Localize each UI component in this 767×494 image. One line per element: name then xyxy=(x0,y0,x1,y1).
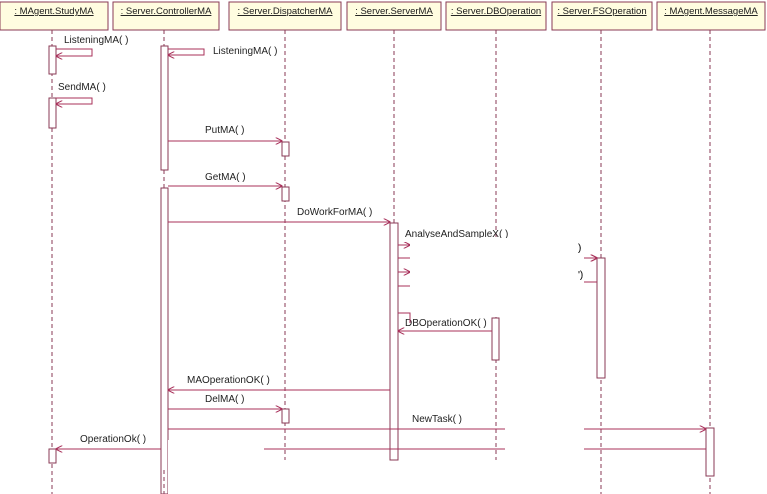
label-do-work: DoWorkForMA( ) xyxy=(297,207,372,218)
participant-fs: : Server.FSOperation xyxy=(551,1,653,31)
participant-db-label: : Server.DBOperation xyxy=(451,6,541,17)
activation-dispatcher-2 xyxy=(281,186,290,202)
label-ma-op-ok: MAOperationOK( ) xyxy=(187,375,270,386)
label-fs-call-2-top: ') xyxy=(578,270,583,281)
participant-fs-label: : Server.FSOperation xyxy=(557,6,646,17)
participant-message: : MAgent.MessageMA xyxy=(656,1,766,31)
activation-controller-1 xyxy=(160,45,169,171)
activation-study-3 xyxy=(48,448,57,464)
label-fs-call-2: ') xyxy=(578,270,583,281)
label-del: DelMA( ) xyxy=(205,394,244,405)
label-send: SendMA( ) xyxy=(58,82,106,93)
label-study-listening: ListeningMA( ) xyxy=(64,35,128,46)
label-operation-ok: OperationOk( ) xyxy=(80,434,146,445)
participant-db: : Server.DBOperation xyxy=(445,1,547,31)
self-message-controller-listening xyxy=(168,48,205,55)
label-put: PutMA( ) xyxy=(205,125,244,136)
participant-study: : MAgent.StudyMA xyxy=(0,1,109,31)
label-get: GetMA( ) xyxy=(205,172,246,183)
participant-server: : Server.ServerMA xyxy=(346,1,442,31)
label-analyse: AnalyseAndSampleX( ) xyxy=(405,229,508,240)
self-message-study-listening xyxy=(56,48,93,56)
activation-db xyxy=(491,317,500,361)
activation-message xyxy=(705,427,715,477)
activation-dispatcher-1 xyxy=(281,141,290,157)
mask-patch-3 xyxy=(505,286,584,494)
participant-dispatcher: : Server.DispatcherMA xyxy=(228,1,342,31)
label-new-task: NewTask( ) xyxy=(412,414,462,425)
activation-study-1 xyxy=(48,45,57,75)
participant-study-label: : MAgent.StudyMA xyxy=(14,6,94,17)
participant-dispatcher-label: : Server.DispatcherMA xyxy=(237,6,333,17)
activation-controller-2 xyxy=(160,187,169,494)
mask-patch-4 xyxy=(168,440,264,494)
activation-server xyxy=(389,222,399,461)
participant-message-label: : MAgent.MessageMA xyxy=(664,6,758,17)
label-controller-listening: ListeningMA( ) xyxy=(213,46,277,57)
mask-patch-2 xyxy=(400,240,410,242)
label-fs-call-1: ) xyxy=(578,243,581,254)
label-fs-call-1-top: ) xyxy=(578,243,581,254)
self-message-send xyxy=(56,97,93,104)
participant-controller-label: : Server.ControllerMA xyxy=(121,6,212,17)
participant-server-label: : Server.ServerMA xyxy=(355,6,433,17)
activation-study-2 xyxy=(48,97,57,129)
activation-dispatcher-3 xyxy=(281,408,290,424)
label-db-return: DBOperationOK( ) xyxy=(405,318,487,329)
participant-controller: : Server.ControllerMA xyxy=(112,1,220,31)
